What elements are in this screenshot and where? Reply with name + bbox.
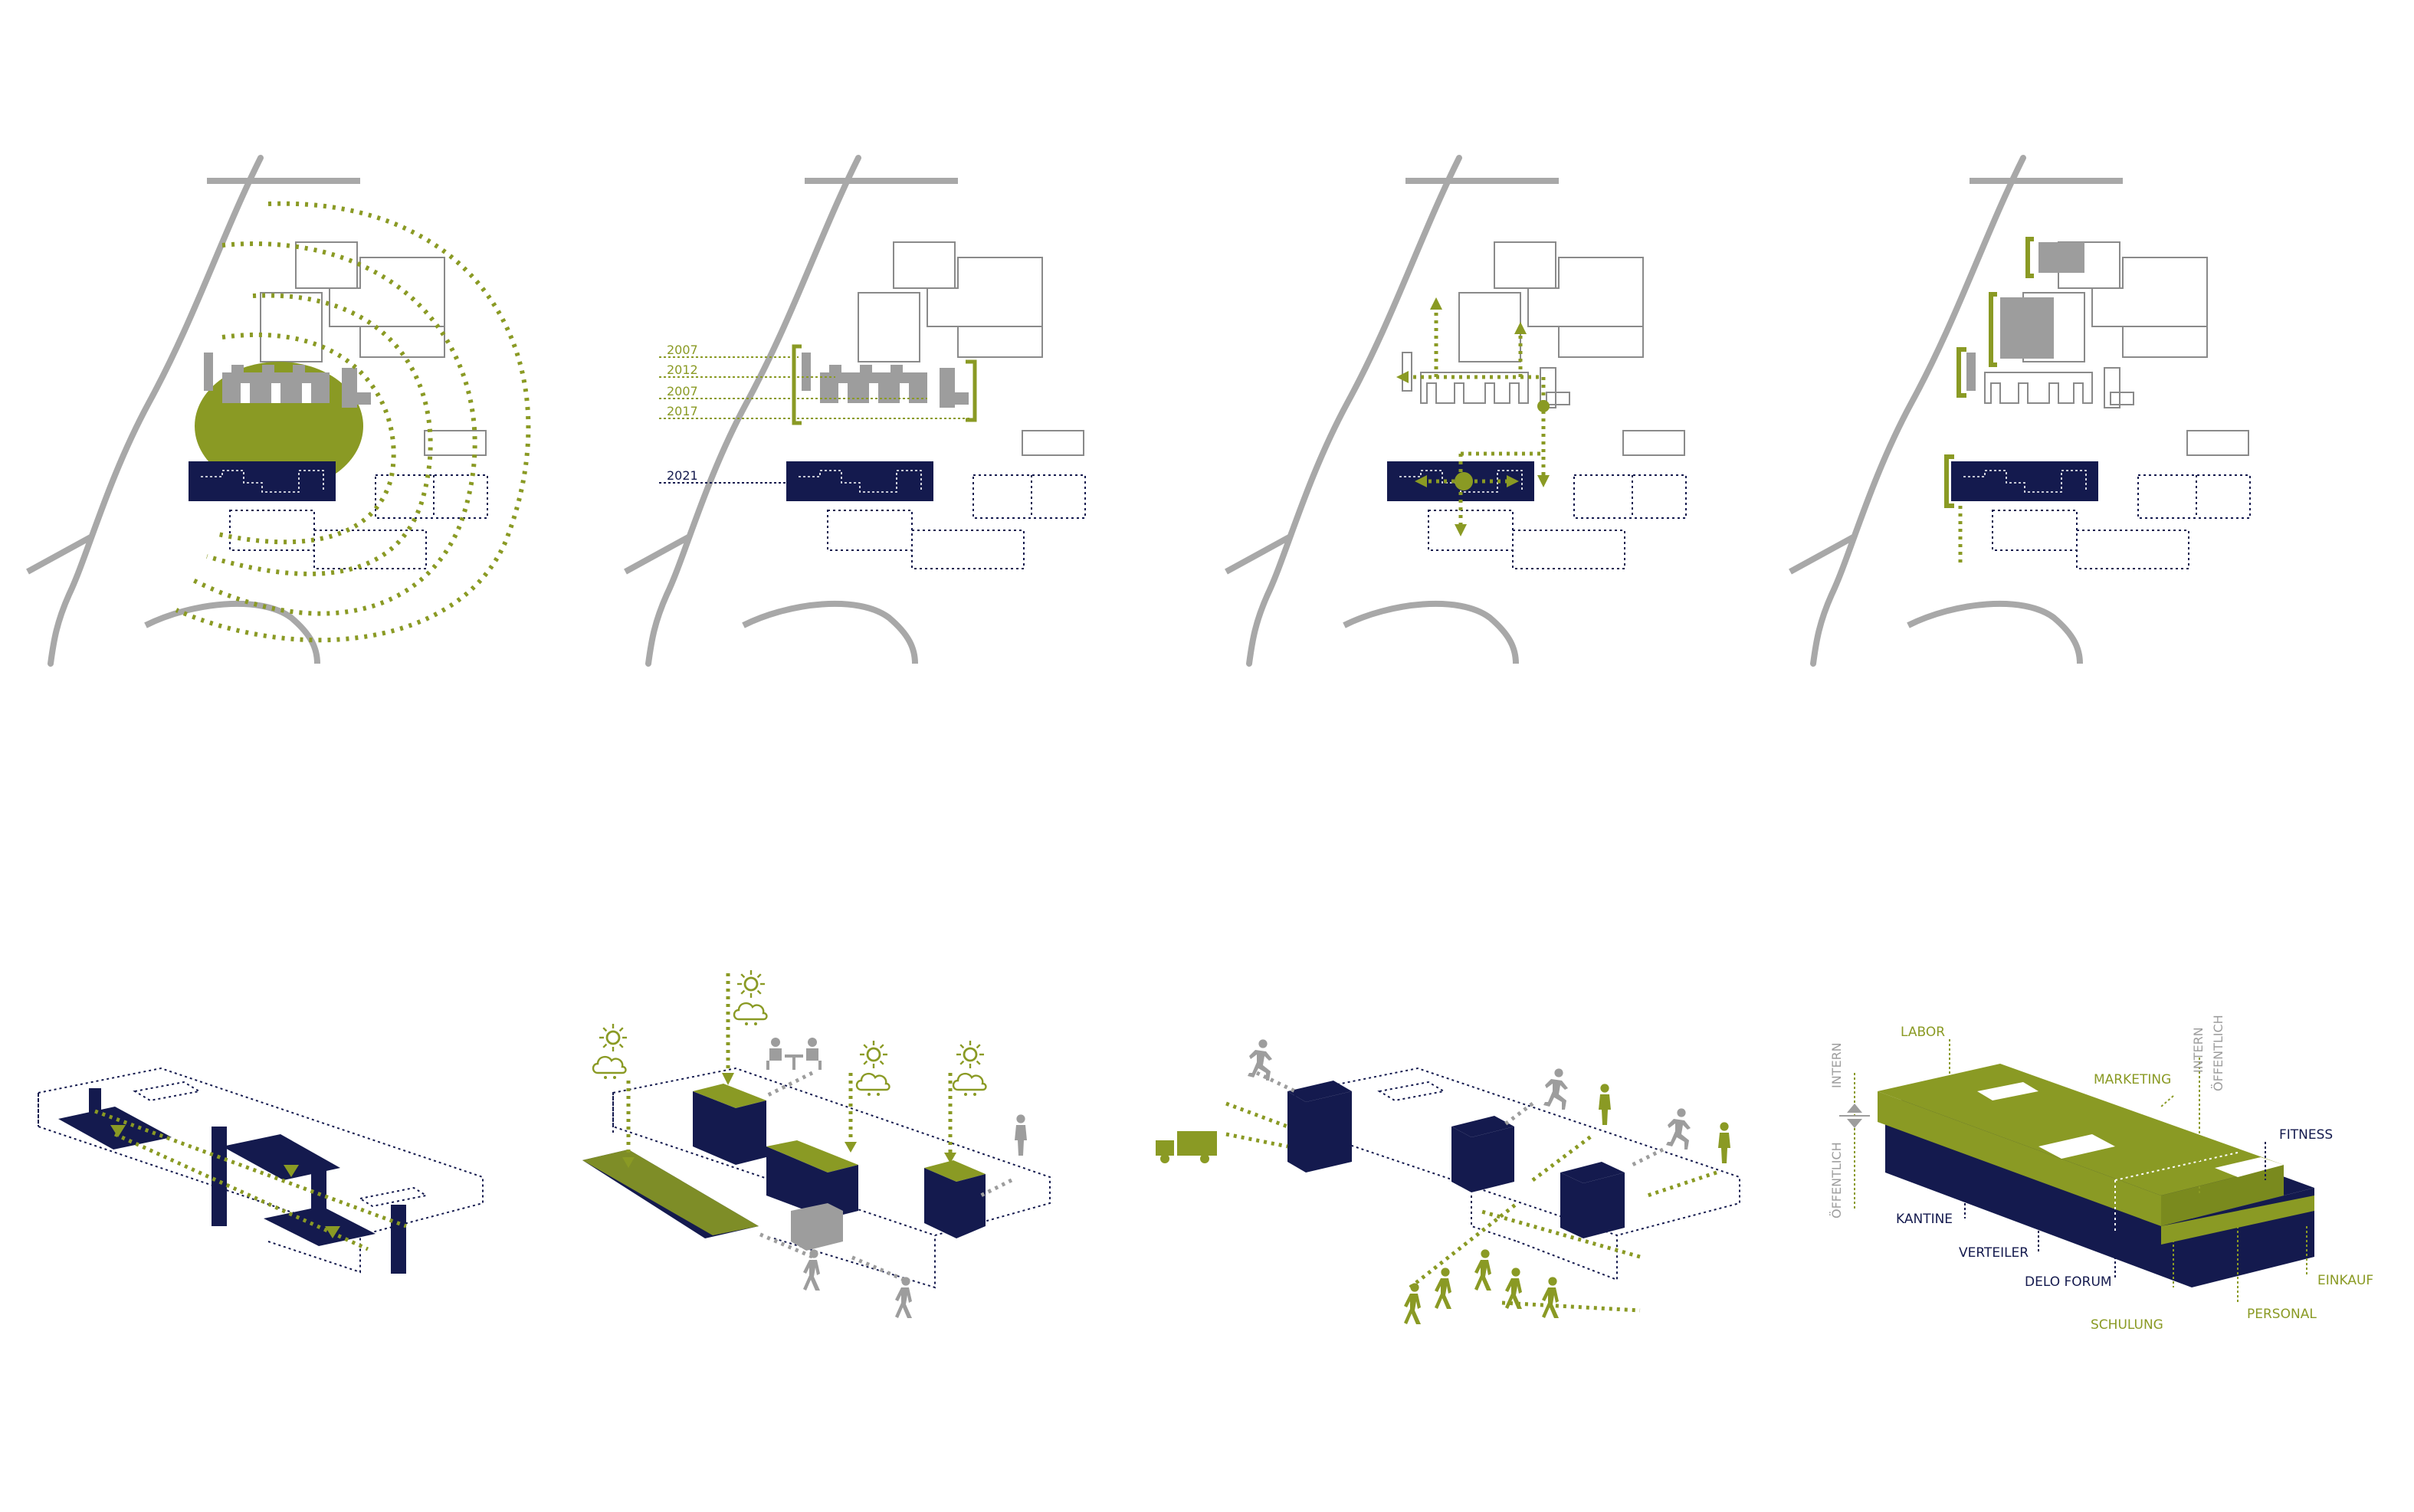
green-top [1878, 1064, 2314, 1245]
iso-panel-light [582, 969, 1051, 1318]
person-icon [1718, 1122, 1730, 1163]
year-label: 2017 [667, 404, 698, 418]
influence-arcs [175, 201, 531, 643]
site-panel-context [28, 158, 531, 664]
label-personal: PERSONAL [2247, 1307, 2317, 1322]
sun-icon [955, 1039, 986, 1070]
facade-brackets [1944, 237, 2034, 508]
skylight [2038, 1134, 2115, 1159]
running-person-icon [1543, 1068, 1568, 1110]
bracket-left [792, 344, 802, 425]
iso-panel-access [1156, 1039, 1740, 1324]
visitor-group [1404, 1249, 1559, 1324]
cloud-sun-icon [592, 1055, 627, 1081]
label-schulung: SCHULUNG [2091, 1317, 2163, 1333]
sun-icon [736, 969, 766, 999]
cores [89, 1088, 406, 1274]
iso-panel-program: INTERN ÖFFENTLICH INTERN ÖFFENTLICH LABO… [1829, 1015, 2373, 1333]
label-oeffentlich: ÖFFENTLICH [1829, 1142, 1844, 1218]
phone-person-icon [1015, 1114, 1027, 1156]
site-panel-circulation [1226, 158, 1686, 664]
label-marketing: MARKETING [2094, 1072, 2171, 1087]
cloud-sun-icon [855, 1072, 890, 1097]
central-node [1455, 472, 1473, 490]
cloud-sun-icon [733, 1002, 768, 1027]
existing-building [802, 353, 969, 408]
delivery-truck-icon [1156, 1131, 1217, 1163]
site-panel-history: 2007 2012 2007 2017 2021 [625, 158, 1085, 664]
cloud-sun-icon [952, 1072, 987, 1097]
walking-person-icon [803, 1249, 820, 1291]
existing-building-outline [1402, 352, 1570, 408]
person-icon [1599, 1084, 1611, 1125]
label-delo-forum: DELO FORUM [2025, 1274, 2112, 1290]
year-label: 2007 [667, 343, 698, 357]
label-intern: INTERN [1829, 1042, 1844, 1088]
year-label: 2007 [667, 384, 698, 398]
label-verteiler: VERTEILER [1959, 1245, 2029, 1261]
label-einkauf: EINKAUF [2317, 1273, 2373, 1288]
running-person-icon [1666, 1108, 1691, 1150]
skylight [1977, 1082, 2038, 1100]
label-kantine: KANTINE [1896, 1212, 1953, 1227]
iso-panel-courtyards [38, 1067, 484, 1274]
sun-icon [858, 1039, 889, 1070]
walking-person-icon [895, 1277, 912, 1318]
year-label: 2012 [667, 362, 698, 377]
navy-volumes [693, 1084, 986, 1251]
label-fitness: FITNESS [2279, 1127, 2333, 1143]
label-labor: LABOR [1901, 1025, 1945, 1040]
existing-building-outline [1984, 367, 2134, 408]
navy-volumes [1287, 1081, 1625, 1238]
label-oeffentlich: ÖFFENTLICH [2211, 1015, 2225, 1091]
site-panel-facades [1790, 158, 2250, 664]
running-person-icon [1248, 1039, 1272, 1081]
new-building-year: 2021 [667, 468, 698, 483]
meeting-table-icon [766, 1038, 822, 1070]
bracket-right [966, 359, 977, 422]
label-intern: INTERN [2191, 1027, 2206, 1073]
sun-icon [598, 1022, 628, 1053]
